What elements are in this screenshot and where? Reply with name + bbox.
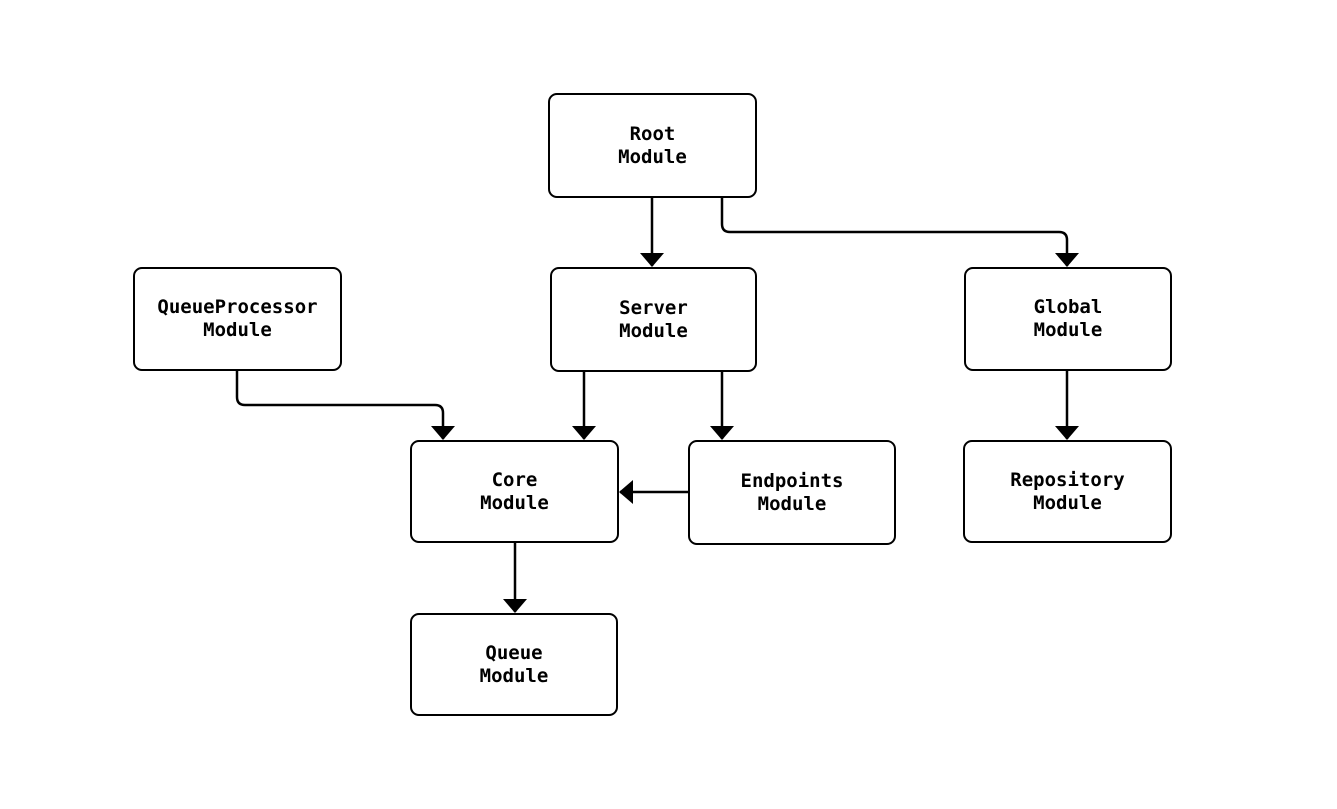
node-label-line: Repository	[1010, 468, 1125, 491]
node-label-line: Root	[629, 122, 676, 145]
node-label-line: Module	[618, 145, 687, 168]
edge-root-to-global	[720, 198, 1079, 267]
node-label-line: Module	[1033, 491, 1102, 514]
node-label-line: Module	[480, 491, 549, 514]
edge-queueprocessor-to-core	[235, 371, 455, 440]
node-label-line: Core	[491, 468, 538, 491]
node-label-line: Module	[479, 664, 549, 687]
node-label-line: Endpoints	[740, 469, 844, 492]
node-label-line: Server	[619, 296, 688, 319]
node-label-line: Module	[1033, 319, 1103, 341]
node-label-line: Module	[757, 492, 827, 515]
node-label-line: Global	[1033, 296, 1103, 318]
edges-group	[235, 198, 1079, 613]
node-label-line: Module	[619, 319, 688, 342]
node-label-line: Module	[203, 319, 272, 341]
node-label-line: QueueProcessor	[157, 296, 318, 318]
node-label-line: Queue	[485, 641, 543, 664]
